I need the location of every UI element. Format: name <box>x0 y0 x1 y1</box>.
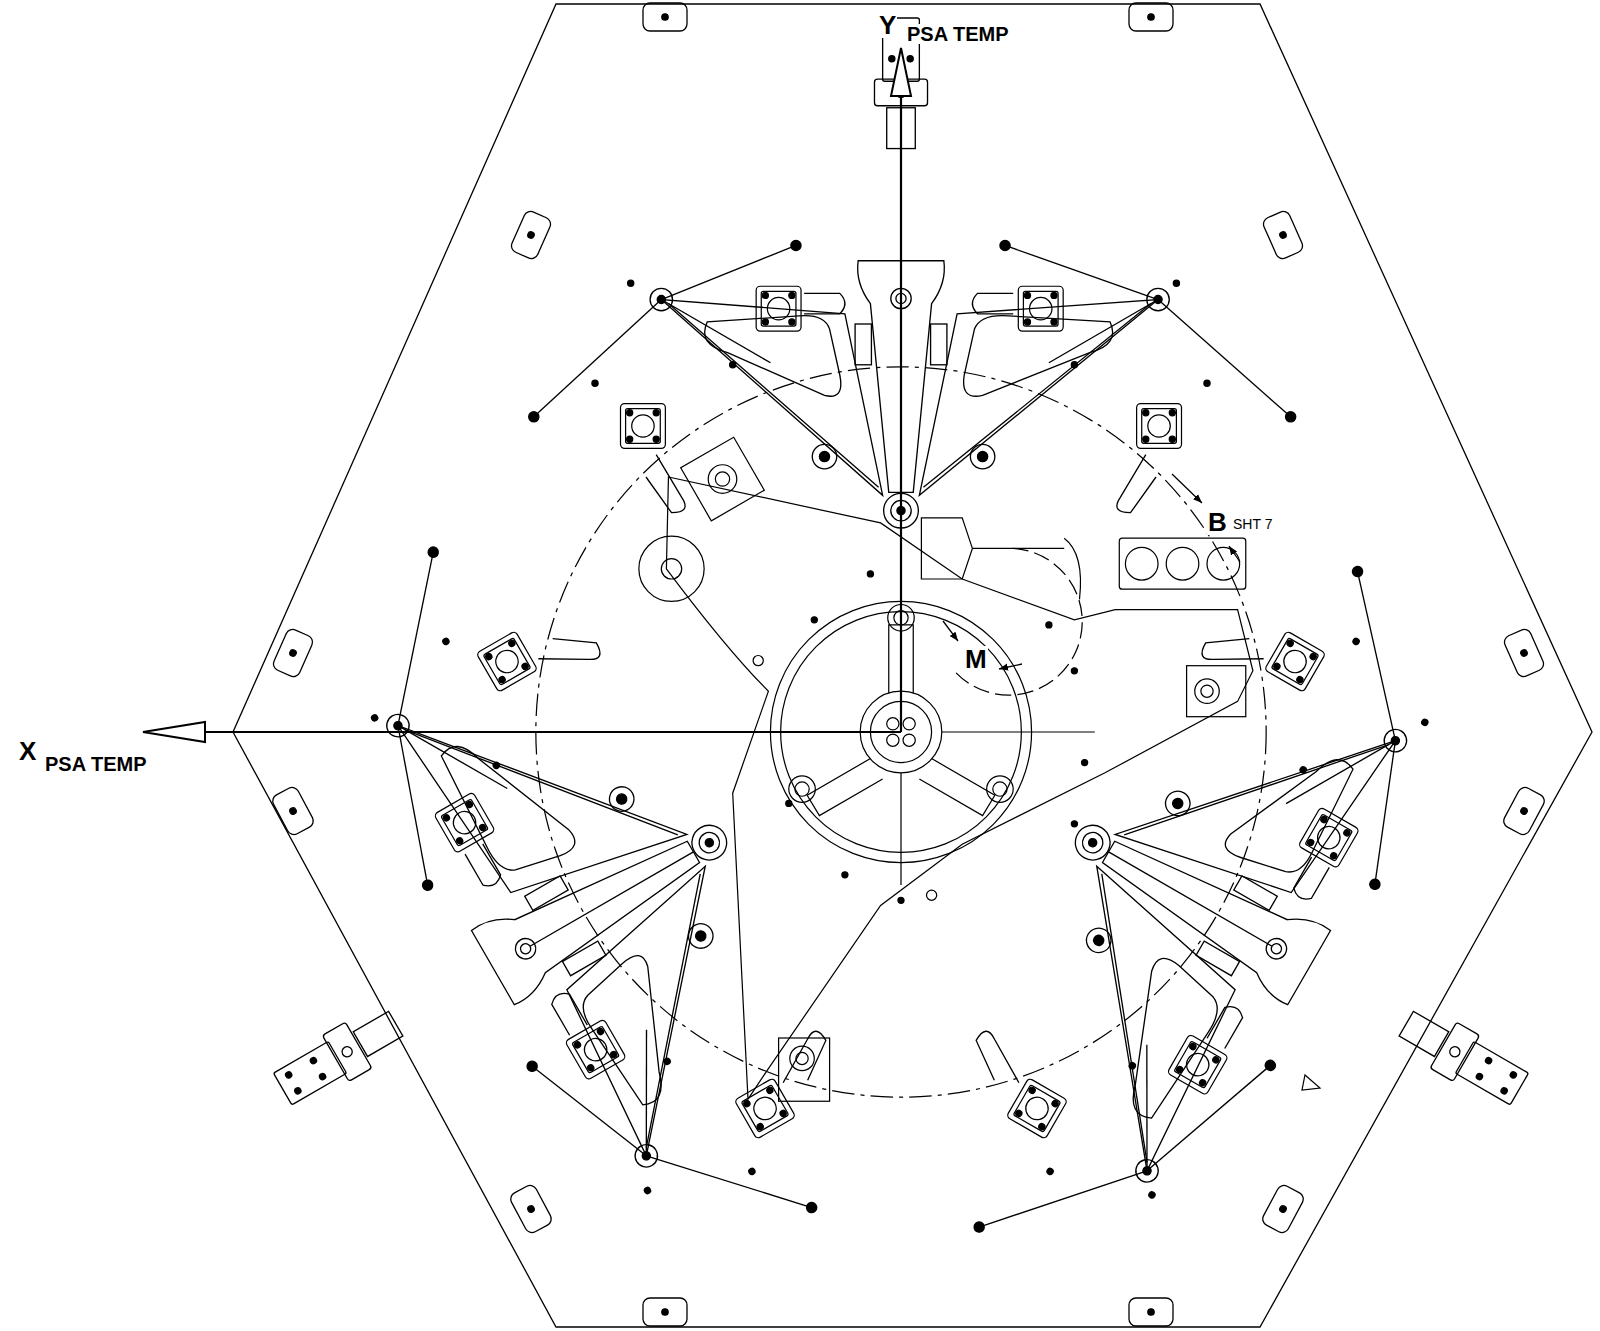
axis-letter: Y <box>878 12 897 38</box>
view-letter: M <box>964 646 988 672</box>
axis-subscript: PSA TEMP <box>44 754 148 774</box>
axis-subscript: PSA TEMP <box>906 24 1010 44</box>
axis-letter: X <box>18 738 37 764</box>
sheet-reference: SHT 7 <box>1232 517 1273 531</box>
view-letter: B <box>1207 509 1228 535</box>
